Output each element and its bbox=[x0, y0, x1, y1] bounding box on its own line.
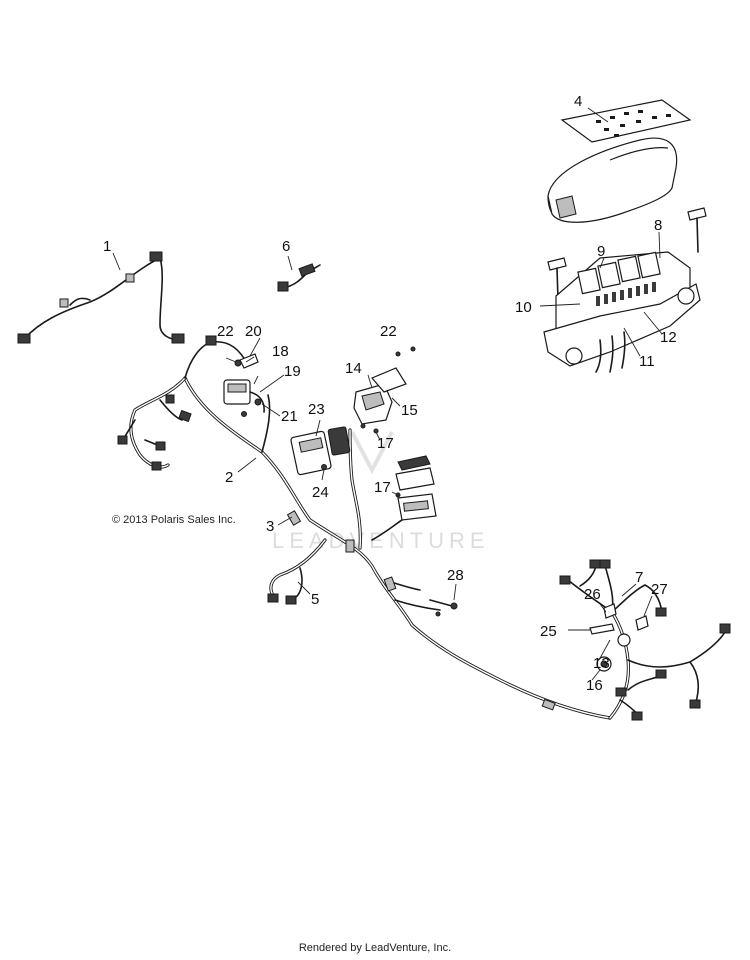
callout-24: 24 bbox=[312, 484, 329, 501]
callout-28: 28 bbox=[447, 567, 464, 584]
footer-credit: Rendered by LeadVenture, Inc. bbox=[298, 942, 452, 954]
watermark: LEADVENTURE bbox=[272, 431, 490, 553]
callout-2: 2 bbox=[225, 469, 233, 486]
callout-21: 21 bbox=[281, 408, 298, 425]
callout-25: 25 bbox=[540, 623, 557, 640]
callout-5: 5 bbox=[311, 591, 319, 608]
callout-12: 12 bbox=[660, 329, 677, 346]
callout-20: 20 bbox=[245, 323, 262, 340]
fuse-holder-part-17 bbox=[395, 455, 437, 521]
callout-10: 10 bbox=[515, 299, 532, 316]
callout-3: 3 bbox=[266, 518, 274, 535]
callout-4: 4 bbox=[574, 93, 582, 110]
callout-18: 18 bbox=[272, 343, 289, 360]
callout-17b: 17 bbox=[374, 479, 391, 496]
callout-22: 22 bbox=[217, 323, 234, 340]
callout-9: 9 bbox=[597, 243, 605, 260]
callout-19: 19 bbox=[284, 363, 301, 380]
callout-7: 7 bbox=[635, 569, 643, 586]
callout-11: 11 bbox=[639, 353, 655, 370]
callout-6: 6 bbox=[282, 238, 290, 255]
fuse-box-assembly bbox=[543, 99, 707, 373]
callout-27: 27 bbox=[651, 581, 668, 598]
copyright-notice: © 2013 Polaris Sales Inc. bbox=[112, 514, 236, 526]
callout-8: 8 bbox=[654, 217, 662, 234]
callout-13: 13 bbox=[593, 655, 610, 672]
callout-numbers: 1 2 3 4 5 6 7 8 9 10 11 12 13 14 15 16 1… bbox=[103, 93, 677, 694]
harness-part-1 bbox=[17, 251, 185, 344]
callout-1: 1 bbox=[103, 238, 111, 255]
callout-15: 15 bbox=[401, 402, 418, 419]
harness-part-7 bbox=[559, 559, 731, 721]
harness-part-28 bbox=[429, 599, 458, 617]
main-harness bbox=[117, 335, 612, 720]
watermark-text: LEADVENTURE bbox=[272, 528, 490, 553]
callout-14: 14 bbox=[345, 360, 362, 377]
callout-17: 17 bbox=[377, 435, 394, 452]
ecm-part-23 bbox=[290, 426, 351, 476]
callout-26: 26 bbox=[584, 586, 601, 603]
leader-lines bbox=[112, 107, 663, 681]
relay-assembly bbox=[223, 353, 265, 417]
callout-23: 23 bbox=[308, 401, 325, 418]
module-part-14 bbox=[353, 346, 416, 434]
callout-16: 16 bbox=[586, 677, 603, 694]
callout-22b: 22 bbox=[380, 323, 397, 340]
harness-part-6 bbox=[277, 263, 321, 292]
